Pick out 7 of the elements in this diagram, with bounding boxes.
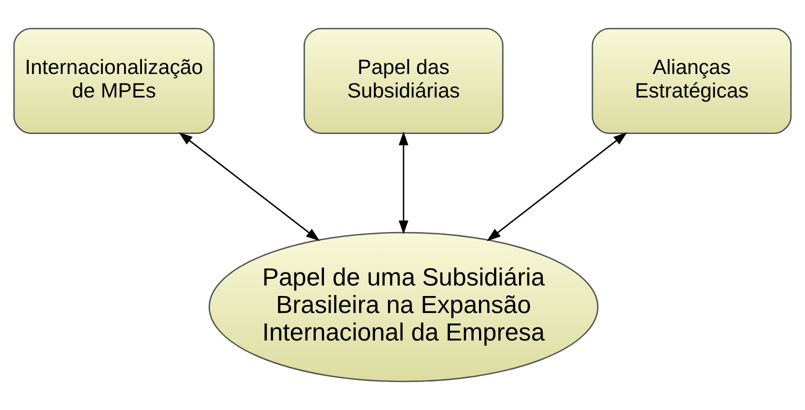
arrow xyxy=(178,132,320,242)
node-box: Papel das Subsidiárias xyxy=(304,28,504,134)
arrow xyxy=(398,131,408,234)
node-ellipse: Papel de uma Subsidiária Brasileira na Expansão Internacional da Empresa xyxy=(208,232,598,382)
arrow xyxy=(486,132,628,242)
node-box: Alianças Estratégicas xyxy=(592,28,792,134)
node-box: Internacionalização de MPEs xyxy=(13,28,215,134)
